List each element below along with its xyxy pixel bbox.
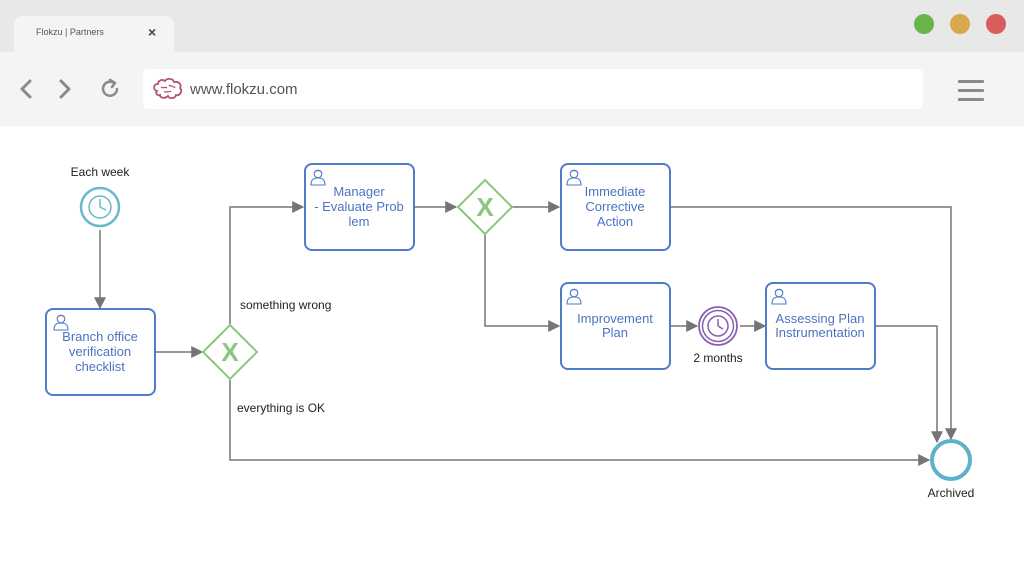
task-assessing-plan[interactable]: Assessing Plan Instrumentation <box>765 282 876 370</box>
hamburger-menu-icon[interactable] <box>958 80 984 102</box>
task-improvement-plan[interactable]: Improvement Plan <box>560 282 671 370</box>
task-label-line: Instrumentation <box>775 325 865 340</box>
start-event-label: Each week <box>71 165 131 179</box>
gateway-x-icon: X <box>476 192 494 222</box>
reload-icon[interactable] <box>97 76 123 102</box>
clock-icon <box>707 315 729 337</box>
task-branch-checklist[interactable]: Branch office verification checklist <box>45 308 156 396</box>
window-close-button[interactable] <box>986 14 1006 34</box>
brain-logo-icon <box>153 77 183 100</box>
browser-tab[interactable]: Flokzu | Partners × <box>14 16 174 54</box>
end-event[interactable] <box>930 439 972 481</box>
flow-gateway-to-improvement <box>484 234 561 332</box>
task-immediate-action[interactable]: Immediate Corrective Action <box>560 163 671 251</box>
exclusive-gateway-1[interactable]: X <box>201 323 259 381</box>
task-label-line: Corrective <box>585 199 644 214</box>
timer-event[interactable] <box>698 306 738 346</box>
window-maximize-button[interactable] <box>950 14 970 34</box>
sequence-flows <box>94 201 957 466</box>
task-label-line: Immediate <box>585 184 646 199</box>
flow-label-everything-ok: everything is OK <box>237 401 325 415</box>
task-label-line: Assessing Plan <box>776 311 865 326</box>
start-event[interactable] <box>79 186 121 228</box>
flow-immediate-to-archived <box>671 206 957 441</box>
task-label-line: Action <box>597 214 633 229</box>
task-label-line: - Evaluate Prob <box>314 199 404 214</box>
task-label-line: verification <box>69 344 131 359</box>
flow-gateway-to-manager <box>229 201 305 324</box>
task-label-line: Plan <box>602 325 628 340</box>
timer-event-label: 2 months <box>693 351 742 365</box>
flow-label-something-wrong: something wrong <box>240 298 331 312</box>
task-manager-evaluate[interactable]: Manager - Evaluate Prob lem <box>304 163 415 251</box>
task-label-line: Improvement <box>577 311 653 326</box>
tab-title: Flokzu | Partners <box>36 27 104 37</box>
window-minimize-button[interactable] <box>914 14 934 34</box>
process-diagram: Each week Branch office verification che… <box>45 163 975 500</box>
task-label-line: Manager <box>333 184 385 199</box>
forward-icon[interactable] <box>52 76 78 102</box>
tab-close-icon[interactable]: × <box>148 24 157 40</box>
address-bar[interactable]: www.flokzu.com <box>143 69 923 109</box>
flow-assessing-to-archived <box>876 325 943 444</box>
exclusive-gateway-2[interactable]: X <box>456 178 514 236</box>
flow-gateway-to-archived <box>229 380 931 466</box>
url-text: www.flokzu.com <box>190 81 298 98</box>
clock-icon <box>88 195 112 219</box>
back-icon[interactable] <box>14 76 40 102</box>
task-label-line: checklist <box>75 359 125 374</box>
gateway-x-icon: X <box>221 337 239 367</box>
task-label-line: Branch office <box>62 329 138 344</box>
task-label-line: lem <box>349 214 370 229</box>
end-event-label: Archived <box>928 486 975 500</box>
